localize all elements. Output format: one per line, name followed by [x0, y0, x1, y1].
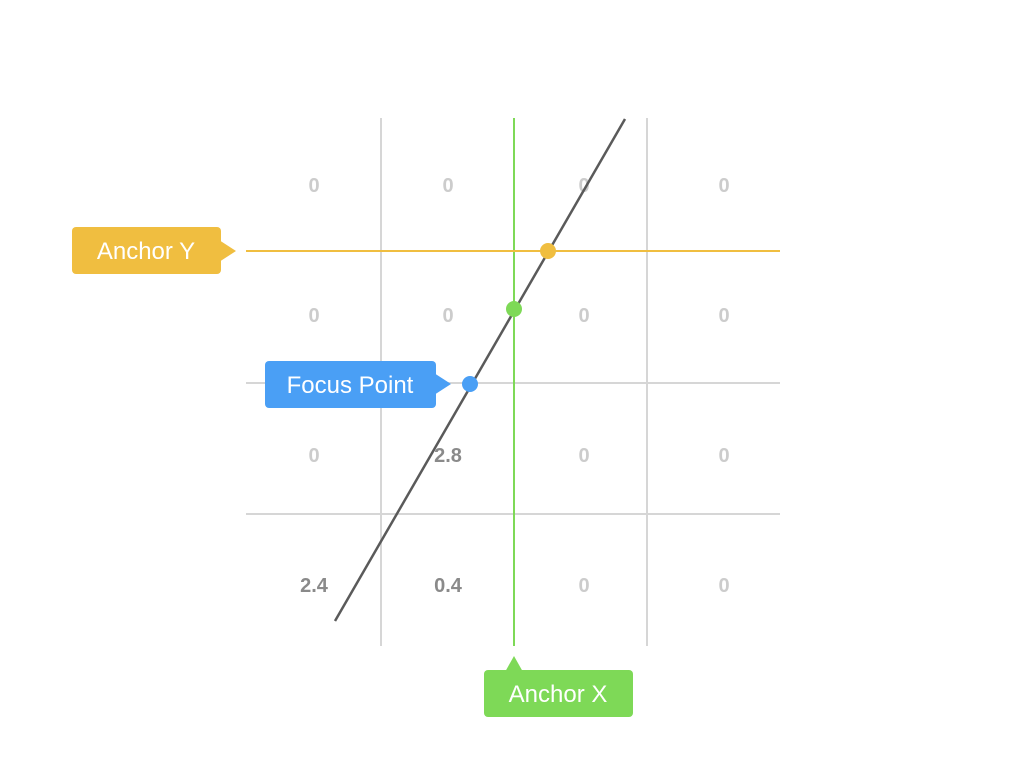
- anchor-x-intersection-point: [506, 301, 522, 317]
- anchor-y-callout-pointer: [219, 240, 236, 262]
- cell-r1-c3: 0: [718, 305, 729, 327]
- cell-r3-c1: 0.4: [434, 575, 463, 597]
- focus-point-marker: [462, 376, 478, 392]
- cell-values: 0 0 0 0 0 0 0 0 0 2.8 0 0 2.4 0.4 0 0: [300, 175, 729, 597]
- cell-r0-c3: 0: [718, 175, 729, 197]
- cell-r3-c0: 2.4: [300, 575, 329, 597]
- anchor-x-callout-pointer: [505, 656, 523, 672]
- focus-point-label: Focus Point: [287, 372, 414, 399]
- focus-point-callout: Focus Point: [265, 361, 451, 408]
- anchor-y-label: Anchor Y: [97, 238, 195, 265]
- cell-r3-c2: 0: [578, 575, 589, 597]
- cell-r1-c0: 0: [308, 305, 319, 327]
- cell-r2-c3: 0: [718, 445, 729, 467]
- anchor-y-intersection-point: [540, 243, 556, 259]
- focus-point-callout-pointer: [434, 373, 451, 395]
- cell-r1-c1: 0: [442, 305, 453, 327]
- cell-r1-c2: 0: [578, 305, 589, 327]
- cell-r3-c3: 0: [718, 575, 729, 597]
- cell-r0-c1: 0: [442, 175, 453, 197]
- anchor-x-callout-box: [484, 670, 633, 717]
- anchor-y-callout: Anchor Y: [72, 227, 236, 274]
- anchor-x-callout: Anchor X: [484, 656, 633, 717]
- cell-r2-c0: 0: [308, 445, 319, 467]
- anchor-y-callout-box: [72, 227, 221, 274]
- cell-r0-c2: 0: [578, 175, 589, 197]
- anchor-x-label: Anchor X: [509, 681, 608, 708]
- cell-r0-c0: 0: [308, 175, 319, 197]
- focus-point-callout-box: [265, 361, 436, 408]
- cell-r2-c1: 2.8: [434, 445, 462, 467]
- cell-r2-c2: 0: [578, 445, 589, 467]
- diagonal-line: [333, 118, 627, 622]
